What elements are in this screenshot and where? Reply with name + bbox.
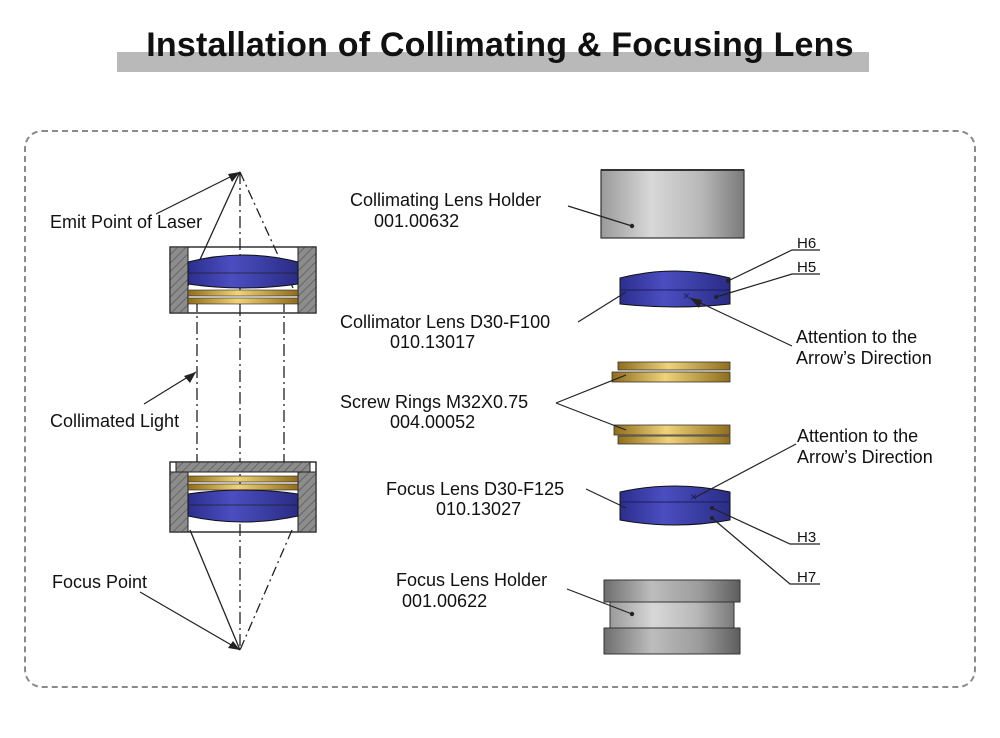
focus-holder-name: Focus Lens Holder [396, 570, 547, 590]
collimated-arrowhead [184, 372, 196, 383]
collimator-lens-code: 010.13017 [390, 332, 475, 352]
focus-holder-section [169, 461, 317, 533]
focus-lens-name: Focus Lens D30-F125 [386, 479, 564, 499]
diagram-frame [24, 130, 976, 688]
collimating-holder-code: 001.00632 [374, 211, 459, 231]
attention-top-arrowhead [690, 298, 702, 308]
focus-arrowhead [228, 641, 240, 650]
collimating-holder-name: Collimating Lens Holder [350, 190, 541, 210]
focus-point-label: Focus Point [52, 572, 147, 592]
screw-ring-lower-leader [555, 402, 627, 431]
part-leaders [555, 205, 820, 615]
h7-leader [711, 517, 820, 585]
screw-ring-lower-part [613, 424, 731, 445]
h6-leader [727, 249, 820, 282]
attention-top-leader [689, 297, 793, 347]
focus-holder-code: 001.00622 [402, 591, 487, 611]
collimator-lens-name: Collimator Lens D30-F100 [340, 312, 550, 332]
emit-point-label: Emit Point of Laser [50, 212, 202, 232]
screw-ring-upper-leader [555, 374, 627, 404]
surface-h3-label: H3 [797, 529, 816, 546]
focus-point-leader [139, 591, 241, 651]
converging-ray-right [239, 529, 293, 651]
focus-lens-holder-part [603, 579, 741, 655]
collimated-light-label: Collimated Light [50, 411, 179, 431]
surface-h6-label: H6 [797, 235, 816, 252]
collimating-holder-section [169, 246, 317, 314]
attention-bottom-line1: Attention to the [797, 426, 918, 446]
direction-arrow-icon: × [683, 289, 690, 303]
focus-lens-part: × [619, 485, 731, 526]
emit-point-leader [155, 171, 241, 215]
converging-ray-left [189, 529, 241, 651]
attention-bottom-line2: Arrow’s Direction [797, 447, 933, 467]
collimating-holder-leader [567, 205, 633, 227]
collimator-lens-part: × [619, 270, 731, 308]
leader-arrowheads [184, 172, 240, 650]
h3-leader [711, 507, 820, 545]
surface-h7-label: H7 [797, 569, 816, 586]
attention-top-line1: Attention to the [796, 327, 917, 347]
part-leader-dots [629, 223, 730, 617]
collimating-lens-holder-part [600, 169, 745, 239]
focus-holder-leader [566, 588, 633, 615]
emit-arrowhead [228, 172, 240, 182]
screw-rings-name: Screw Rings M32X0.75 [340, 392, 528, 412]
direction-arrow-icon: × [690, 490, 697, 504]
screw-rings-code: 004.00052 [390, 412, 475, 432]
h5-leader [715, 273, 820, 298]
surface-h5-label: H5 [797, 259, 816, 276]
focus-lens-leader [585, 488, 627, 509]
title-underline-bar [117, 52, 869, 72]
attention-top-line2: Arrow’s Direction [796, 348, 932, 368]
screw-ring-upper-part [611, 361, 731, 383]
collimator-lens-leader [577, 291, 627, 323]
beam-path [186, 171, 294, 651]
page-title: Installation of Collimating & Focusing L… [146, 26, 854, 64]
attention-bottom-leader [693, 443, 797, 499]
focus-lens-code: 010.13027 [436, 499, 521, 519]
